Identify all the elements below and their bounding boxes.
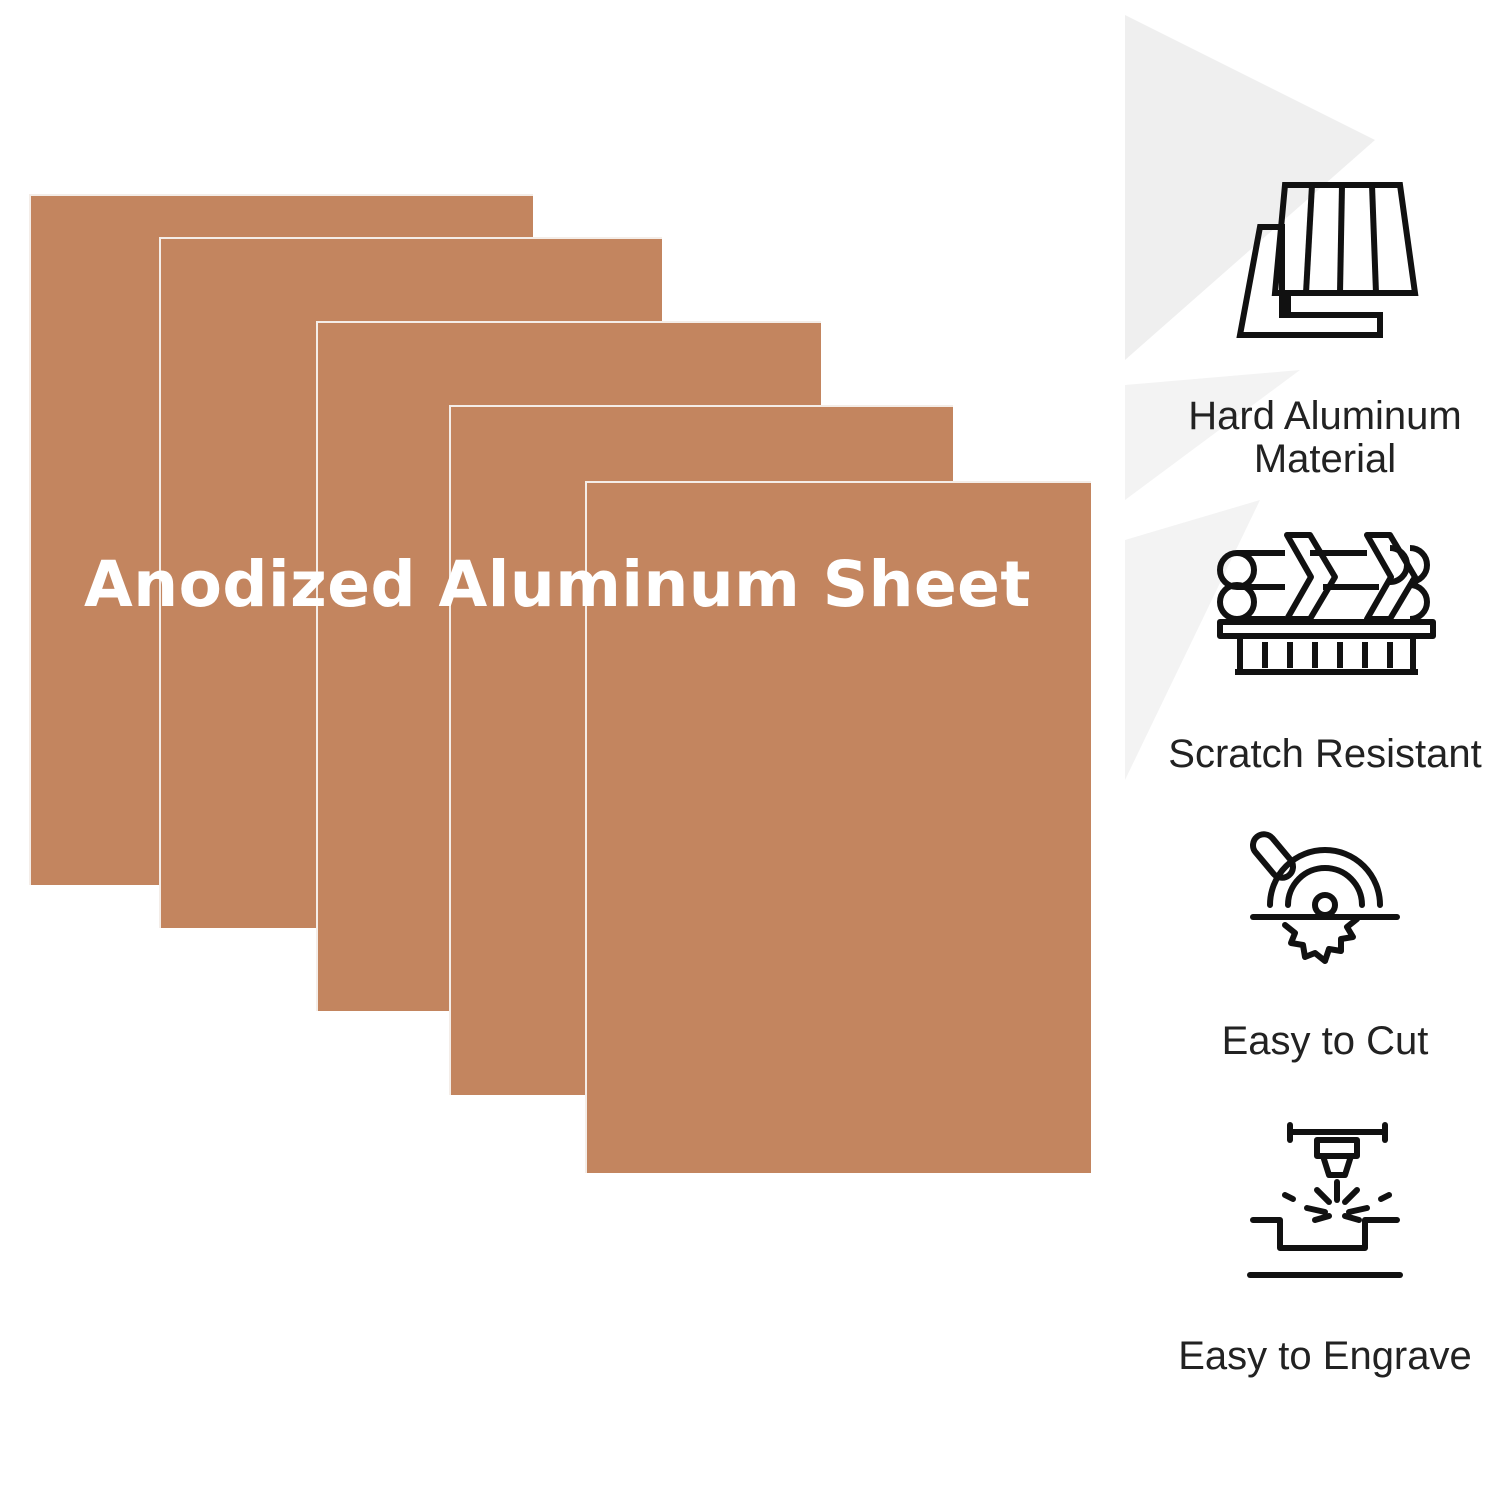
planks-icon [1236, 182, 1419, 338]
background-chevron-decoration [1125, 15, 1375, 780]
feature-label-easy-to-engrave: Easy to Engrave [1178, 1334, 1472, 1378]
laser-engraver-icon [1247, 1122, 1403, 1278]
feature-label-easy-to-cut: Easy to Cut [1221, 1019, 1429, 1063]
feature-label-hard-aluminum: Hard Aluminum Material [1188, 394, 1462, 481]
circular-saw-icon [1250, 831, 1400, 964]
logs-on-cart-icon [1217, 532, 1436, 675]
product-headline: Anodized Aluminum Sheet [84, 548, 1032, 621]
sheet-5 [585, 481, 1091, 1173]
feature-label-scratch-resistant: Scratch Resistant [1168, 732, 1482, 776]
